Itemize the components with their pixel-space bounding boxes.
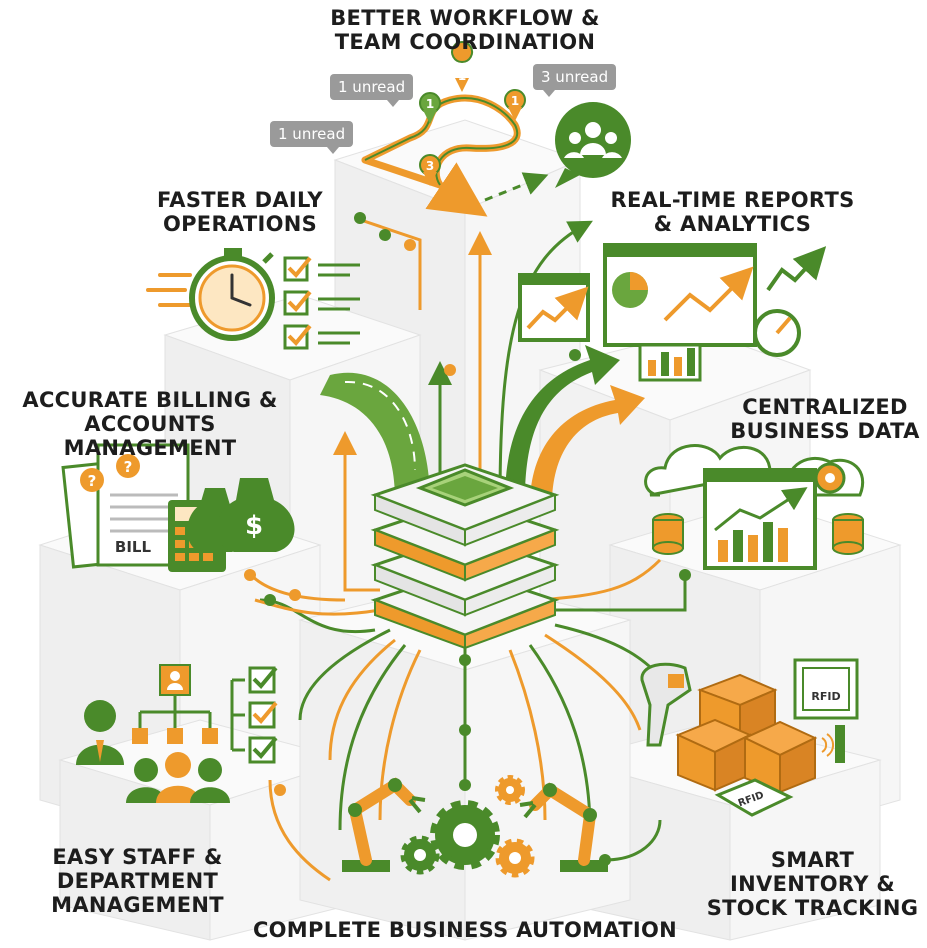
map-pin-icon bbox=[419, 92, 441, 124]
label-reports-analytics: REAL-TIME REPORTS & ANALYTICS bbox=[610, 188, 855, 236]
robot-arm-icon bbox=[519, 782, 608, 872]
checklist-icon bbox=[283, 256, 360, 350]
database-icon bbox=[652, 513, 684, 555]
label-staff-management: EASY STAFF & DEPARTMENT MANAGEMENT bbox=[51, 845, 224, 917]
map-pin-icon bbox=[419, 154, 441, 186]
gear-icon bbox=[430, 800, 500, 870]
trend-up-icon bbox=[766, 246, 827, 292]
ribbon-green bbox=[320, 372, 430, 500]
pin-marker: 1 bbox=[511, 94, 519, 108]
data-dashboard-icon bbox=[703, 468, 817, 570]
server-stack bbox=[370, 463, 560, 650]
map-pin-icon bbox=[504, 89, 526, 121]
unread-badge: 3 unread bbox=[533, 64, 617, 97]
label-workflow: BETTER WORKFLOW & TEAM COORDINATION bbox=[330, 6, 600, 54]
invoice-documents-icon: ? ? bbox=[61, 443, 190, 569]
task-checklist-icon bbox=[230, 666, 278, 764]
label-faster-operations: FASTER DAILY OPERATIONS bbox=[157, 188, 323, 236]
database-icon bbox=[832, 513, 864, 555]
pin-marker: 1 bbox=[458, 69, 466, 83]
money-bag-icon bbox=[187, 478, 295, 552]
unread-badge: 1 unread bbox=[270, 121, 354, 154]
team-chat-icon bbox=[555, 102, 631, 188]
dollar-sign: $ bbox=[245, 511, 263, 541]
rfid-signal-icon bbox=[821, 725, 845, 763]
analytics-dashboard-icon bbox=[603, 243, 757, 382]
manager-icon bbox=[76, 700, 124, 765]
unread-badge: 1 unread bbox=[330, 74, 414, 107]
org-chart-icon bbox=[132, 664, 218, 744]
rfid-tag-icon bbox=[793, 658, 859, 720]
robot-arm-icon bbox=[342, 777, 426, 872]
gear-icon bbox=[814, 462, 846, 494]
rfid-card-icon bbox=[714, 778, 794, 817]
connectors bbox=[248, 216, 687, 882]
gauge-icon bbox=[753, 309, 801, 357]
svg-text:?: ? bbox=[88, 472, 97, 490]
gear-icon bbox=[495, 775, 525, 805]
label-automation: COMPLETE BUSINESS AUTOMATION bbox=[252, 918, 678, 942]
stopwatch-icon bbox=[146, 248, 275, 341]
barcode-scanner-icon bbox=[640, 662, 692, 747]
line-chart-card-icon bbox=[518, 273, 590, 342]
label-centralized-data: CENTRALIZED BUSINESS DATA bbox=[730, 395, 920, 443]
bill-text: BILL bbox=[115, 538, 152, 556]
map-pin-icon bbox=[451, 41, 474, 92]
label-billing: ACCURATE BILLING & ACCOUNTS MANAGEMENT bbox=[22, 388, 278, 460]
team-icon bbox=[126, 752, 230, 803]
pin-marker: 3 bbox=[426, 159, 434, 173]
rfid-tag-text: RFID bbox=[811, 690, 840, 703]
label-inventory: SMART INVENTORY & STOCK TRACKING bbox=[706, 848, 919, 920]
svg-text:?: ? bbox=[124, 458, 133, 476]
pin-marker: 1 bbox=[426, 97, 434, 111]
gear-icon bbox=[400, 835, 440, 875]
gear-icon bbox=[495, 838, 535, 878]
